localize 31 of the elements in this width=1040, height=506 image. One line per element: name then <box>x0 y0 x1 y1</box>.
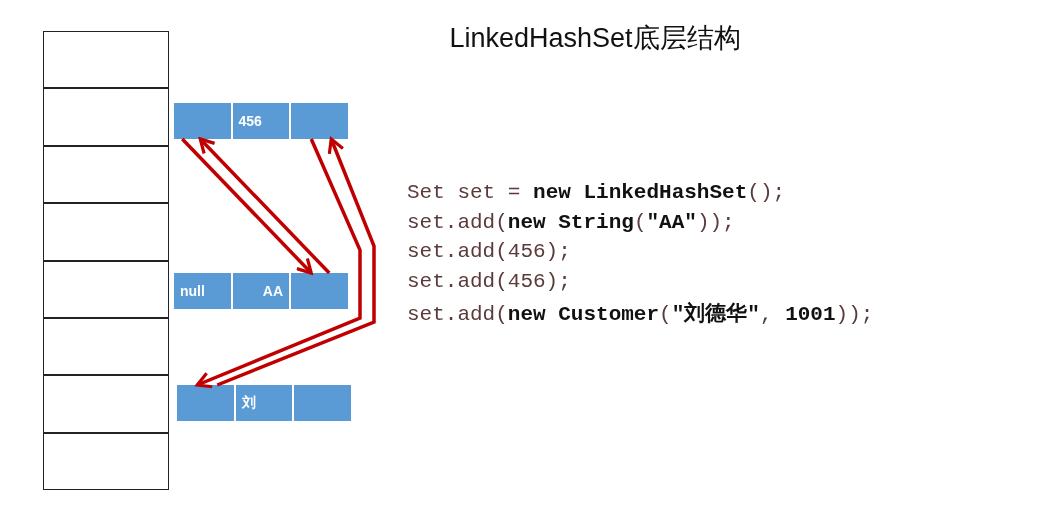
list-entry-cell <box>291 273 348 309</box>
list-entry-cell <box>232 273 289 309</box>
hash-table-slot <box>43 432 169 491</box>
hash-table-slot <box>43 318 169 376</box>
cell-value: null <box>179 283 206 299</box>
hash-table-slot <box>43 260 169 318</box>
arrow <box>195 138 362 389</box>
hash-table-slot <box>43 145 169 204</box>
code-line: set.add(new String("AA")); <box>407 210 735 234</box>
list-entry-cell <box>294 385 351 421</box>
hash-table-slot <box>43 203 169 261</box>
list-entry-cell <box>174 103 231 139</box>
list-entry-cell <box>232 103 289 139</box>
diagram-title: LinkedHashSet底层结构 <box>448 22 742 55</box>
cell-value: AA <box>261 283 284 299</box>
hash-table-slot <box>43 375 169 433</box>
list-entry-cell <box>174 273 231 309</box>
arrow <box>198 137 331 275</box>
list-entry-cell <box>177 385 234 421</box>
arrow <box>181 137 313 275</box>
code-line: Set set = new LinkedHashSet(); <box>407 181 786 204</box>
hash-table-slot <box>43 31 169 89</box>
code-line: set.add(456); <box>407 269 571 293</box>
list-entry-cell <box>235 385 292 421</box>
list-entry-cell <box>291 103 348 139</box>
cell-value: 456 <box>237 113 263 129</box>
arrow <box>216 137 376 387</box>
hash-table-slot <box>43 88 169 146</box>
cell-value: 刘 <box>240 394 257 412</box>
code-line: set.add(456); <box>407 240 571 263</box>
code-line: set.add(new Customer("刘德华", 1001)); <box>407 301 874 327</box>
